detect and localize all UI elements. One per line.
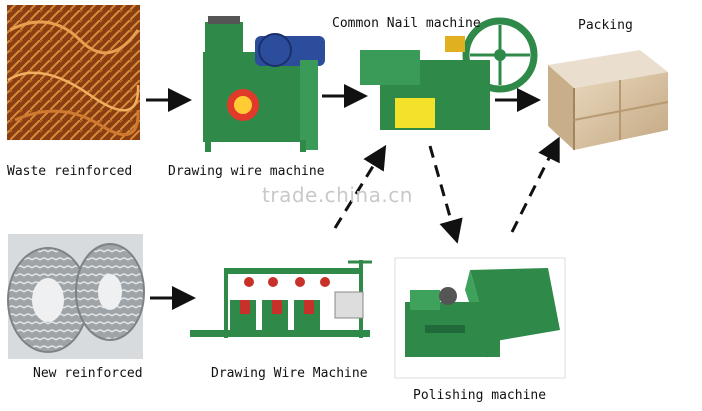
label-new-reinforced: New reinforced	[33, 366, 143, 381]
arrow-nail-to-polishing	[428, 145, 463, 244]
common-nail-machine-image	[360, 17, 538, 130]
label-common-nail-machine: Common Nail machine	[332, 16, 481, 31]
new-reinforced-image	[7, 234, 145, 359]
label-drawing-wire-machine-top: Drawing wire machine	[168, 164, 325, 179]
packing-crate-image	[548, 50, 669, 150]
flow-arrows	[146, 84, 560, 310]
watermark: trade.china.cn	[262, 183, 413, 207]
label-waste-reinforced: Waste reinforced	[7, 164, 133, 179]
drawing-wire-machine-top-image	[203, 16, 325, 152]
label-polishing-machine: Polishing machine	[413, 388, 547, 403]
label-packing: Packing	[578, 18, 633, 33]
arrow-polishing-to-packing	[510, 136, 560, 233]
polishing-machine-image	[394, 257, 566, 379]
label-drawing-wire-machine-bottom: Drawing Wire Machine	[211, 366, 368, 381]
waste-reinforced-image	[7, 5, 140, 140]
arrow-bottom-drawing-to-nail	[333, 144, 387, 229]
drawing-wire-machine-bottom-image	[190, 260, 372, 338]
